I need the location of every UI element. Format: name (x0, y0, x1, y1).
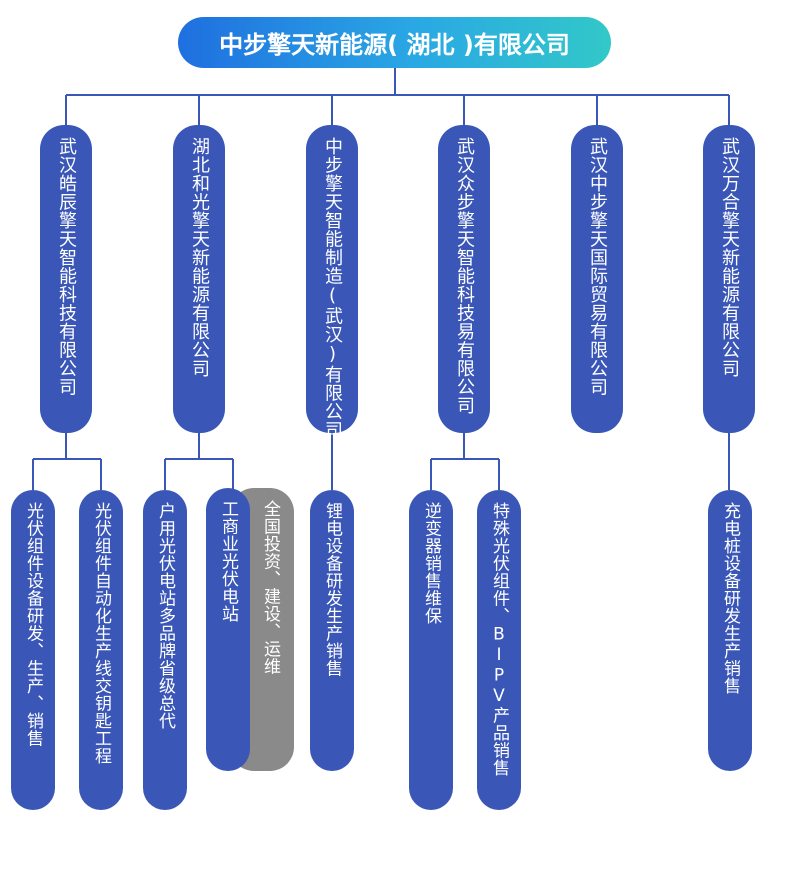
business-label: 光伏组件设备研发、生产、销售 (23, 502, 43, 747)
subsidiary-label: 中步擎天智能制造(武汉)有限公司 (322, 137, 343, 439)
business-inverter: 逆变器销售维保 (409, 490, 453, 810)
business-charging-pile: 充电桩设备研发生产销售 (708, 490, 752, 771)
business-bipv: 特殊光伏组件、BIPV产品销售 (477, 490, 521, 810)
root-company: 中步擎天新能源( 湖北 )有限公司 (178, 17, 611, 68)
root-company-label: 中步擎天新能源( 湖北 )有限公司 (219, 31, 570, 59)
subsidiary-label: 武汉万合擎天新能源有限公司 (719, 137, 740, 378)
business-label: 户用光伏电站多品牌省级总代 (155, 502, 175, 730)
business-residential-pv: 户用光伏电站多品牌省级总代 (143, 490, 187, 810)
business-pv-turnkey: 光伏组件自动化生产线交钥匙工程 (79, 490, 123, 810)
subsidiary-label: 武汉众步擎天智能科技易有限公司 (454, 137, 475, 415)
business-label: 光伏组件自动化生产线交钥匙工程 (91, 502, 111, 765)
business-commercial-pv: 工商业光伏电站 (206, 488, 250, 771)
subsidiary-wanhe: 武汉万合擎天新能源有限公司 (703, 125, 755, 433)
subsidiary-heguang: 湖北和光擎天新能源有限公司 (173, 125, 225, 433)
subsidiary-label: 湖北和光擎天新能源有限公司 (189, 137, 210, 378)
business-label: 工商业光伏电站 (218, 500, 238, 623)
business-label: 逆变器销售维保 (421, 502, 441, 625)
subsidiary-manufacturing: 中步擎天智能制造(武汉)有限公司 (306, 125, 358, 439)
business-label: 锂电设备研发生产销售 (322, 502, 342, 677)
business-lithium-equipment: 锂电设备研发生产销售 (310, 490, 354, 771)
subsidiary-zhongbu-tech: 武汉众步擎天智能科技易有限公司 (438, 125, 490, 433)
business-pv-equipment: 光伏组件设备研发、生产、销售 (11, 490, 55, 810)
subsidiary-label: 武汉皓辰擎天智能科技有限公司 (56, 137, 77, 396)
business-label: 充电桩设备研发生产销售 (720, 502, 740, 695)
business-label: 全国投资、建设、运维 (260, 500, 280, 675)
subsidiary-trade: 武汉中步擎天国际贸易有限公司 (571, 125, 623, 433)
business-label: 特殊光伏组件、BIPV产品销售 (489, 502, 509, 777)
subsidiary-label: 武汉中步擎天国际贸易有限公司 (587, 137, 608, 396)
subsidiary-haochen: 武汉皓辰擎天智能科技有限公司 (40, 125, 92, 433)
